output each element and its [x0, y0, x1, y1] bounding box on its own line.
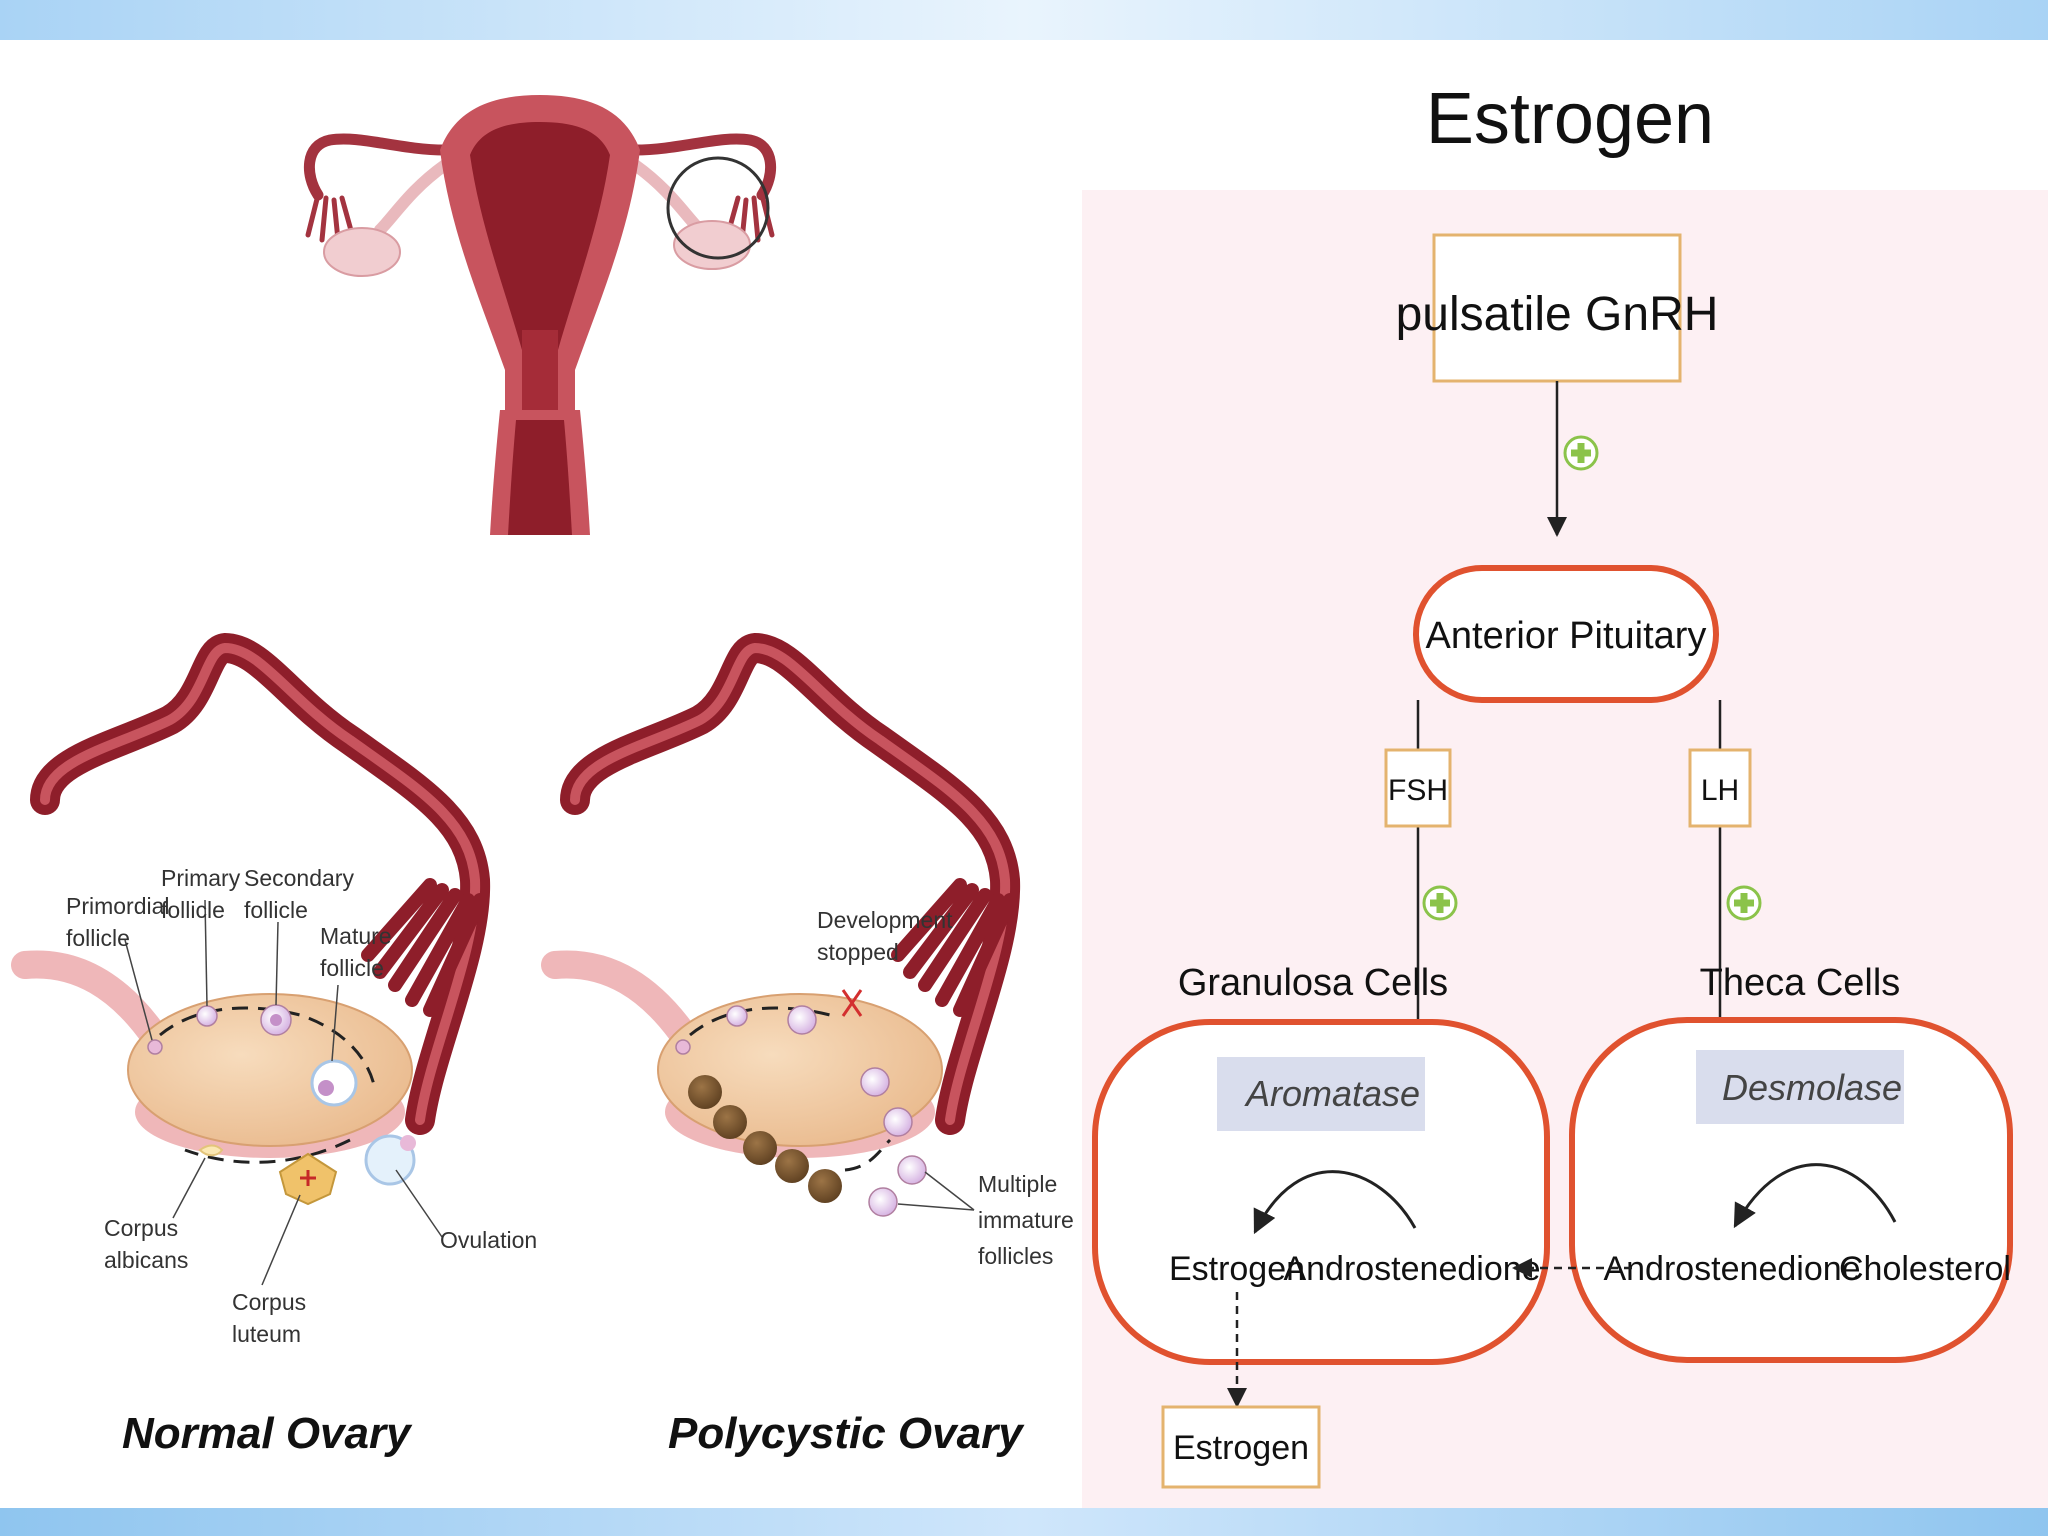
fsh-label: FSH: [1388, 774, 1448, 807]
top-band: [0, 0, 2048, 40]
normal-ovary-title: Normal Ovary: [122, 1409, 413, 1458]
desmolase-label: Desmolase: [1722, 1067, 1902, 1108]
label-secondary-2: follicle: [244, 897, 308, 923]
gnrh-box: [1432, 233, 1682, 383]
label-secondary-1: Secondary: [244, 865, 354, 891]
label-ovulation: Ovulation: [440, 1227, 537, 1253]
estrogen-flowchart: Estrogen pulsatile GnRH Anterior Pituita…: [1082, 79, 2048, 1508]
uterus-illustration: [303, 95, 777, 535]
lh-label: LH: [1701, 774, 1739, 807]
label-luteum-1: Corpus: [232, 1289, 306, 1315]
label-albicans-1: Corpus: [104, 1215, 178, 1241]
stimulation-plus-icon-2: [1422, 885, 1458, 921]
gnrh-label: pulsatile GnRH: [1396, 288, 1719, 341]
desmolase-box: [1696, 1050, 1904, 1124]
stimulation-plus-icon-3: [1726, 885, 1762, 921]
stimulation-plus-icon-1: [1563, 435, 1599, 471]
label-development-2: stopped: [817, 939, 899, 965]
polycystic-ovary-illustration: Development stopped Multiple immature fo…: [541, 632, 1074, 1458]
androstenedione-left-label: Androstenedione: [1283, 1250, 1540, 1288]
label-multiple-3: follicles: [978, 1243, 1053, 1269]
label-development-1: Development: [817, 907, 953, 933]
flowchart-title: Estrogen: [1426, 79, 1714, 159]
polycystic-ovary-title: Polycystic Ovary: [668, 1409, 1025, 1458]
aromatase-label: Aromatase: [1244, 1073, 1420, 1114]
label-luteum-2: luteum: [232, 1321, 301, 1347]
theca-cells-label: Theca Cells: [1700, 962, 1901, 1004]
anterior-pituitary-box: [1413, 565, 1719, 703]
ovary-highlight-circle: [666, 156, 770, 260]
lh-box: [1688, 748, 1752, 828]
label-mature-2: follicle: [320, 955, 384, 981]
androstenedione-right-label: Androstenedione: [1603, 1250, 1860, 1288]
label-multiple-2: immature: [978, 1207, 1074, 1233]
estrogen-output-label: Estrogen: [1173, 1429, 1309, 1467]
label-primordial-1: Primordial: [66, 893, 170, 919]
aromatase-box: [1217, 1057, 1425, 1131]
label-primordial-2: follicle: [66, 925, 130, 951]
label-albicans-2: albicans: [104, 1247, 188, 1273]
granulosa-cell-oval: [1092, 1019, 1550, 1365]
label-primary-1: Primary: [161, 865, 241, 891]
bottom-band: [0, 1508, 2048, 1536]
estrogen-output-box: [1161, 1405, 1321, 1489]
anterior-pituitary-label: Anterior Pituitary: [1426, 615, 1707, 657]
estrogen-inner-label: Estrogen: [1169, 1250, 1305, 1288]
normal-ovary-illustration: Primordial follicle Primary follicle Sec…: [11, 632, 537, 1458]
fsh-box: [1384, 748, 1452, 828]
granulosa-cells-label: Granulosa Cells: [1178, 962, 1448, 1004]
label-primary-2: follicle: [161, 897, 225, 923]
label-mature-1: Mature: [320, 923, 392, 949]
label-multiple-1: Multiple: [978, 1171, 1057, 1197]
cholesterol-label: Cholesterol: [1839, 1250, 2011, 1288]
